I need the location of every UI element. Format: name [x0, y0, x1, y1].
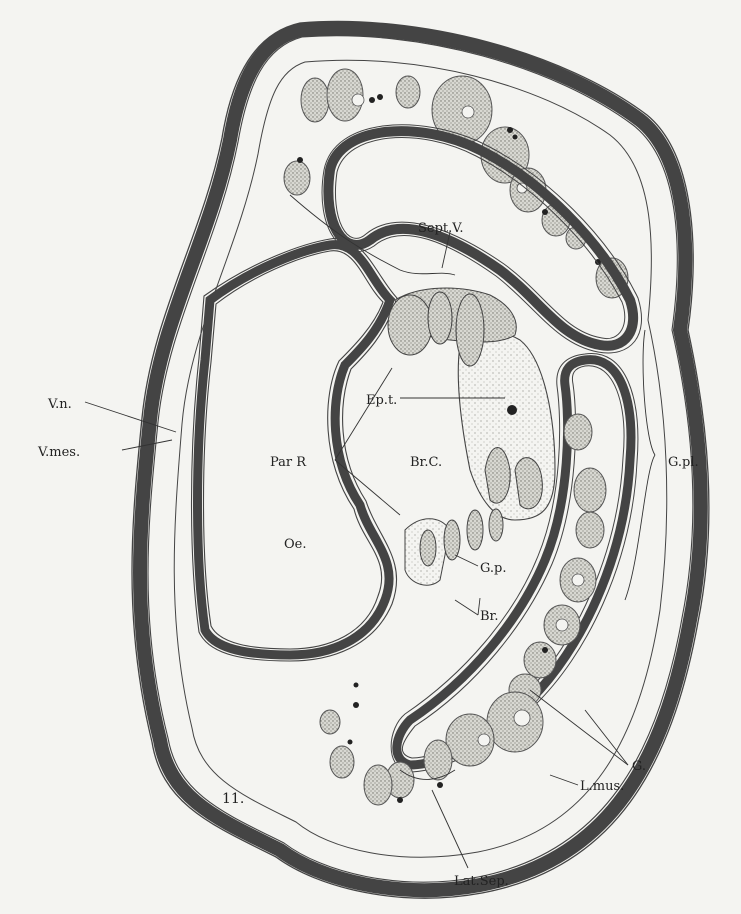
label-ep-t: Ep.t. [366, 393, 397, 408]
figure-number: 11. [222, 791, 244, 807]
label-l-mus: L.mus. [580, 779, 624, 794]
label-sept-v: Sept.V. [418, 221, 464, 236]
label-g-p: G.p. [480, 561, 507, 576]
label-br-c: Br.C. [410, 455, 442, 470]
label-g: G. [632, 759, 646, 774]
label-oe: Oe. [284, 537, 306, 552]
label-br: Br. [480, 609, 498, 624]
label-v-mes: V.mes. [37, 445, 80, 460]
label-lat-sep: Lat.Sep. [454, 874, 509, 889]
label-g-pl: G.pl. [668, 455, 699, 470]
oesophagus [192, 238, 398, 661]
branchial-complex [388, 288, 555, 585]
label-v-n: V.n. [47, 397, 72, 412]
label-par-r: Par R [270, 455, 307, 470]
